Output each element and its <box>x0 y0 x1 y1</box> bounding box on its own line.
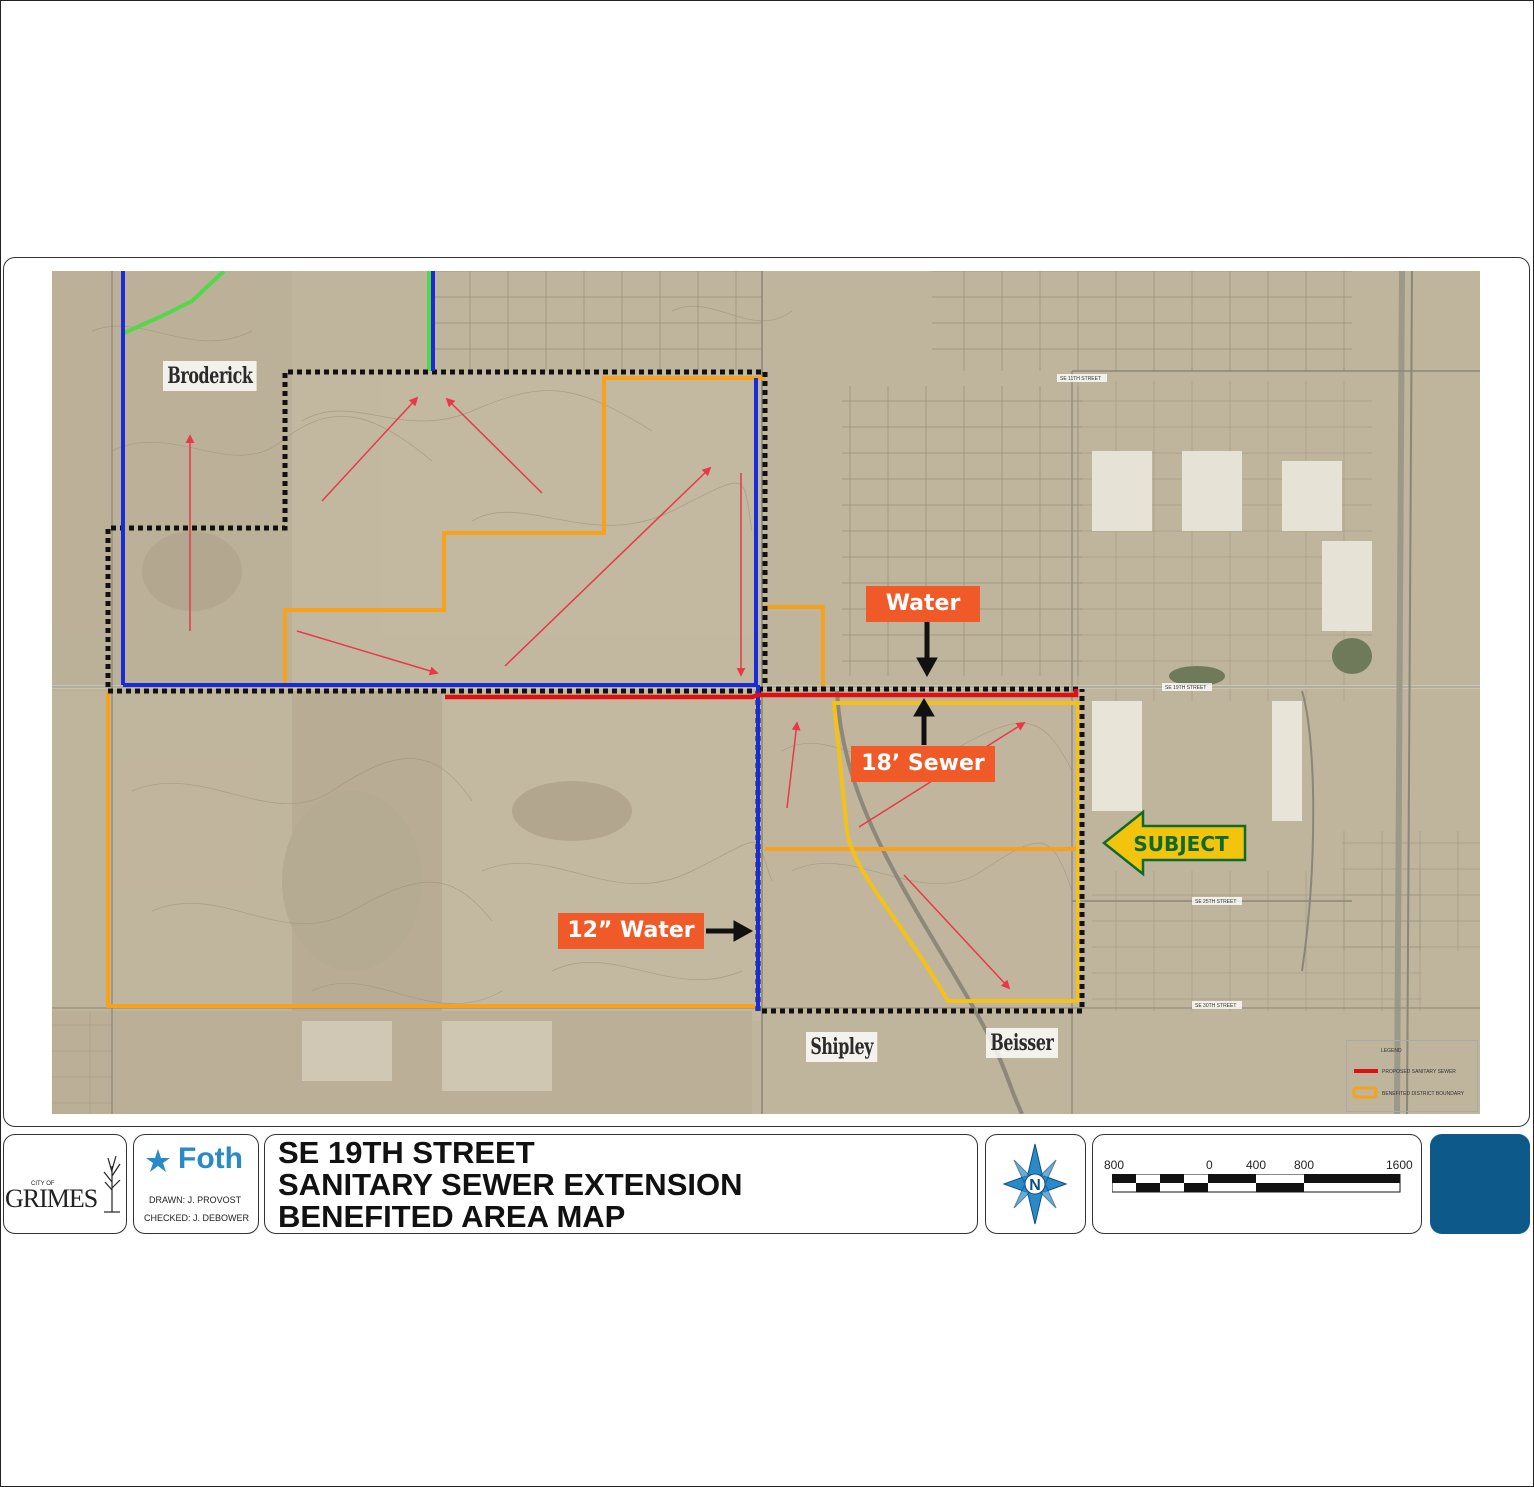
firm-box <box>133 1134 259 1234</box>
subject-label: SUBJECT <box>1133 832 1229 856</box>
road-label-19th: SE 19TH STREET <box>1165 685 1206 691</box>
scale-label-0: 0 <box>1206 1158 1213 1172</box>
urban-areas <box>52 271 1480 1114</box>
north-arrow-icon: N <box>1002 1143 1068 1225</box>
title-box <box>264 1134 978 1234</box>
drawn-by: DRAWN: J. PROVOST <box>149 1195 242 1205</box>
existing-utility-lines <box>123 271 431 371</box>
aerial-map[interactable]: SE 11TH STREET SE 19TH STREET SE 25TH ST… <box>52 271 1480 1114</box>
callout-water: Water <box>866 586 980 622</box>
terrain-patches <box>52 271 1082 1114</box>
legend-item-sewer: PROPOSED SANITARY SEWER <box>1382 1069 1456 1075</box>
legend-boundary-swatch <box>1352 1086 1378 1099</box>
city-of-text: CITY OF <box>31 1181 55 1187</box>
scale-bar <box>1112 1174 1401 1193</box>
north-letter: N <box>1029 1177 1041 1194</box>
subject-parcel-boundary <box>831 701 1080 1003</box>
scale-label-800: 800 <box>1294 1158 1315 1172</box>
road-label-11th: SE 11TH STREET <box>1060 376 1101 382</box>
place-label-shipley: Shipley <box>806 1032 878 1062</box>
legend-title: LEGEND <box>1381 1048 1402 1054</box>
road-label-25th: SE 25TH STREET <box>1195 899 1236 905</box>
firm-name: Foth <box>178 1142 243 1175</box>
title-line-3: BENEFITED AREA MAP <box>278 1199 626 1234</box>
place-label-broderick: Broderick <box>163 361 257 391</box>
tree-icon <box>103 1155 121 1213</box>
proposed-sanitary-sewer <box>445 689 1079 700</box>
benefited-district-boundary <box>106 376 1076 1008</box>
map-legend <box>1346 1040 1478 1112</box>
title-line-2: SANITARY SEWER EXTENSION <box>278 1167 743 1202</box>
scale-label-400: 400 <box>1246 1158 1267 1172</box>
checked-by: CHECKED: J. DEBOWER <box>144 1213 250 1223</box>
foth-star-icon <box>146 1149 170 1172</box>
scale-label-800-left: 800 <box>1104 1158 1125 1172</box>
accent-block <box>1430 1134 1530 1234</box>
title-line-1: SE 19TH STREET <box>278 1135 535 1170</box>
study-area-boundary <box>105 369 1085 1014</box>
scale-label-1600: 1600 <box>1386 1158 1413 1172</box>
callout-12-water: 12” Water <box>558 913 704 949</box>
water-main <box>121 271 760 1011</box>
city-name: GRIMES <box>5 1184 98 1213</box>
road-label-30th: SE 30TH STREET <box>1195 1003 1236 1009</box>
place-label-beisser: Beisser <box>986 1028 1058 1058</box>
callout-18-sewer: 18’ Sewer <box>851 746 995 782</box>
legend-item-boundary: BENEFITED DISTRICT BOUNDARY <box>1382 1091 1465 1097</box>
